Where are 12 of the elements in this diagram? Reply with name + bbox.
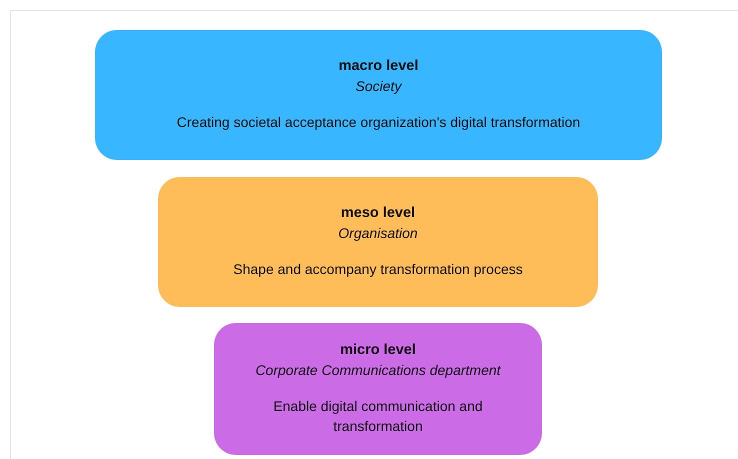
level-description: Creating societal acceptance organization's digital transformation (176, 113, 580, 132)
level-box (95, 30, 662, 160)
level-heading: micro level (340, 342, 416, 358)
level-subtitle: Society (356, 78, 402, 94)
level-box (158, 177, 598, 307)
level-heading: meso level (340, 205, 416, 221)
level-subtitle: Corporate Communications department (255, 362, 501, 378)
level-box (214, 323, 542, 455)
level-description: Shape and accompany transformation process (233, 260, 523, 279)
level-description: Enable digital communication and transformation (272, 397, 484, 436)
level-subtitle: Organisation (338, 225, 418, 241)
level-heading: macro level (338, 58, 418, 74)
